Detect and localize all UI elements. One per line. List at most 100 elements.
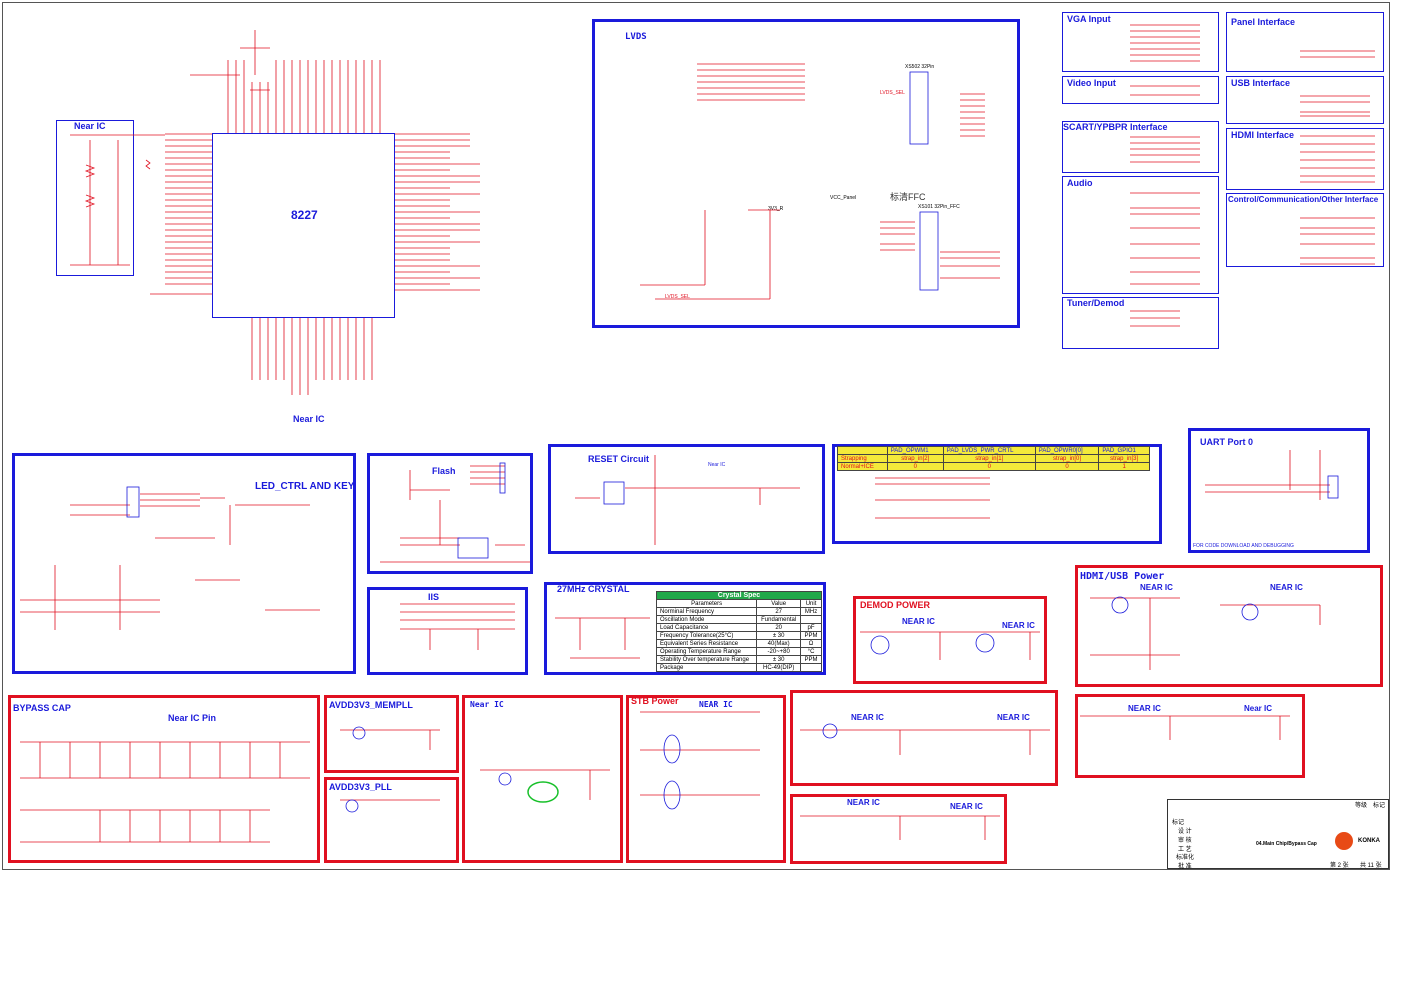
- demod-power-box: [853, 596, 1047, 684]
- title-row-3: 工 艺: [1178, 847, 1192, 853]
- drawing-frame: [2, 2, 1390, 870]
- usb-title: USB Interface: [1231, 78, 1291, 88]
- nearmid-bead: [498, 772, 512, 786]
- reset-title: RESET Circuit: [588, 454, 650, 464]
- vga-title: VGA Input: [1067, 14, 1111, 24]
- scart-panel: [1062, 121, 1219, 173]
- tuner-panel: [1062, 297, 1219, 349]
- flash-title: Flash: [432, 466, 456, 476]
- cs-r7-c1: HC-49(DIP): [756, 663, 802, 672]
- title-row-4: 标准化: [1176, 855, 1195, 861]
- led-ctrl-title: LED_CTRL AND KEY: [255, 481, 355, 492]
- lvds-connector1: XS502 32Pin: [905, 64, 935, 70]
- crystal-wires: [555, 617, 650, 659]
- control-title: Control/Communication/Other Interface: [1228, 195, 1379, 204]
- lvds-ffc-title: 标清FFC: [890, 192, 926, 202]
- flash-chip-body: [457, 537, 489, 559]
- drawing-name: 04.Main Chip/Bypass Cap: [1256, 841, 1317, 847]
- flash-wires: [380, 465, 530, 563]
- stb-power-box: [626, 695, 786, 863]
- title-row-2: 审 核: [1178, 838, 1192, 844]
- st-r2-4: 1: [1098, 462, 1150, 471]
- mempll-bead: [352, 726, 366, 740]
- tuner-title: Tuner/Demod: [1067, 298, 1125, 308]
- power-wires: [340, 597, 1321, 840]
- vga-panel: [1062, 12, 1219, 72]
- near-ic-mid-title: Near IC: [470, 700, 504, 709]
- ic-left-pins: [150, 133, 212, 295]
- avdd-mempll-title: AVDD3V3_MEMPLL: [329, 700, 413, 710]
- control-panel: [1226, 193, 1384, 267]
- near-box-2-t2: Near IC: [1244, 704, 1273, 713]
- audio-title: Audio: [1067, 178, 1093, 188]
- crystal-spec-table: Crystal Spec Parameters Value Unit Normi…: [655, 591, 822, 672]
- cs-r7-c0: Package: [655, 663, 758, 672]
- st-r2-2: 0: [942, 462, 1036, 471]
- near-ic-left-box: [56, 120, 134, 276]
- uart-note: FOR CODE DOWNLOAD AND DEBUGGING: [1193, 543, 1294, 549]
- lvds-box: [592, 19, 1020, 328]
- crystal-title: 27MHz CRYSTAL: [557, 584, 630, 594]
- title-grade: 等级: [1355, 803, 1368, 809]
- lvds-connector2-body: [919, 211, 939, 291]
- lvds-connector2: XS101 32Pin_FFC: [918, 204, 960, 210]
- lvds-wires: [640, 63, 1000, 300]
- hdmi-usb-near-2: NEAR IC: [1270, 583, 1303, 592]
- near-box-1-t2: NEAR IC: [997, 713, 1030, 722]
- stb-bead-2: [663, 780, 681, 810]
- demod-near-1: NEAR IC: [902, 617, 935, 626]
- sheet-number: 第 2 张: [1330, 863, 1349, 869]
- panel-interface: [1226, 12, 1384, 72]
- strap-wires: [875, 477, 990, 519]
- avdd-pll-title: AVDD3V3_PLL: [329, 782, 392, 792]
- stb-power-near: NEAR IC: [699, 700, 733, 709]
- reset-near-ic: Near IC: [708, 462, 726, 468]
- main-ic-8227: 8227: [212, 133, 395, 318]
- led-ctrl-wires: [20, 493, 320, 630]
- near-box-1-t1: NEAR IC: [851, 713, 884, 722]
- panel-title: Panel Interface: [1231, 17, 1296, 27]
- near-box-3-t1: NEAR IC: [847, 798, 880, 807]
- net-lvds-sel: LVDS_SEL: [665, 294, 690, 300]
- uart-box: [1188, 428, 1370, 553]
- near-box-2-t1: NEAR IC: [1128, 704, 1161, 713]
- flash-box: [367, 453, 533, 574]
- near-ic-left-title: Near IC: [74, 121, 106, 131]
- demod-power-title: DEMOD POWER: [860, 600, 931, 610]
- uart-wires: [1205, 450, 1330, 500]
- reset-wires: [575, 455, 800, 545]
- audio-panel: [1062, 176, 1219, 294]
- uart-connector-body: [1327, 475, 1339, 499]
- bypass-cap-box: [8, 695, 320, 863]
- near-box-3: [790, 794, 1007, 864]
- lvds-title: LVDS: [625, 32, 647, 42]
- demod-bead-1: [870, 635, 890, 655]
- lvds-vcc-panel: VCC_Panel: [830, 195, 857, 201]
- highlight-circle: [527, 781, 559, 803]
- lvds-3v3-net: 3V3_R: [768, 206, 784, 212]
- near-box-3-t2: NEAR IC: [950, 802, 983, 811]
- main-ic-label: 8227: [291, 208, 318, 222]
- top-parts: [190, 30, 270, 91]
- title-row-0: 标记: [1172, 820, 1185, 826]
- hdmi-usb-near-1: NEAR IC: [1140, 583, 1173, 592]
- ic-right-pins: [395, 133, 480, 291]
- near-ic-left-wires: [70, 134, 165, 266]
- led-ctrl-box: [12, 453, 356, 674]
- right-panel-wires: [1130, 24, 1375, 327]
- demod-bead-2: [975, 633, 995, 653]
- near-box-1: [790, 690, 1058, 786]
- title-mark-top: 标记: [1373, 803, 1386, 809]
- avdd-mempll-box: [324, 695, 459, 773]
- hdmi-panel: [1226, 128, 1384, 190]
- hdmi-bead-1: [1111, 596, 1129, 614]
- title-block: [1167, 799, 1389, 869]
- title-row-1: 设 计: [1178, 829, 1192, 835]
- hdmi-title: HDMI Interface: [1231, 130, 1295, 140]
- bypass-cap-title: BYPASS CAP: [13, 703, 71, 713]
- iis-wires: [400, 603, 515, 650]
- stb-power-title: STB Power: [631, 696, 679, 706]
- sheet-total: 共 11 张: [1360, 863, 1382, 869]
- video-panel: [1062, 76, 1219, 104]
